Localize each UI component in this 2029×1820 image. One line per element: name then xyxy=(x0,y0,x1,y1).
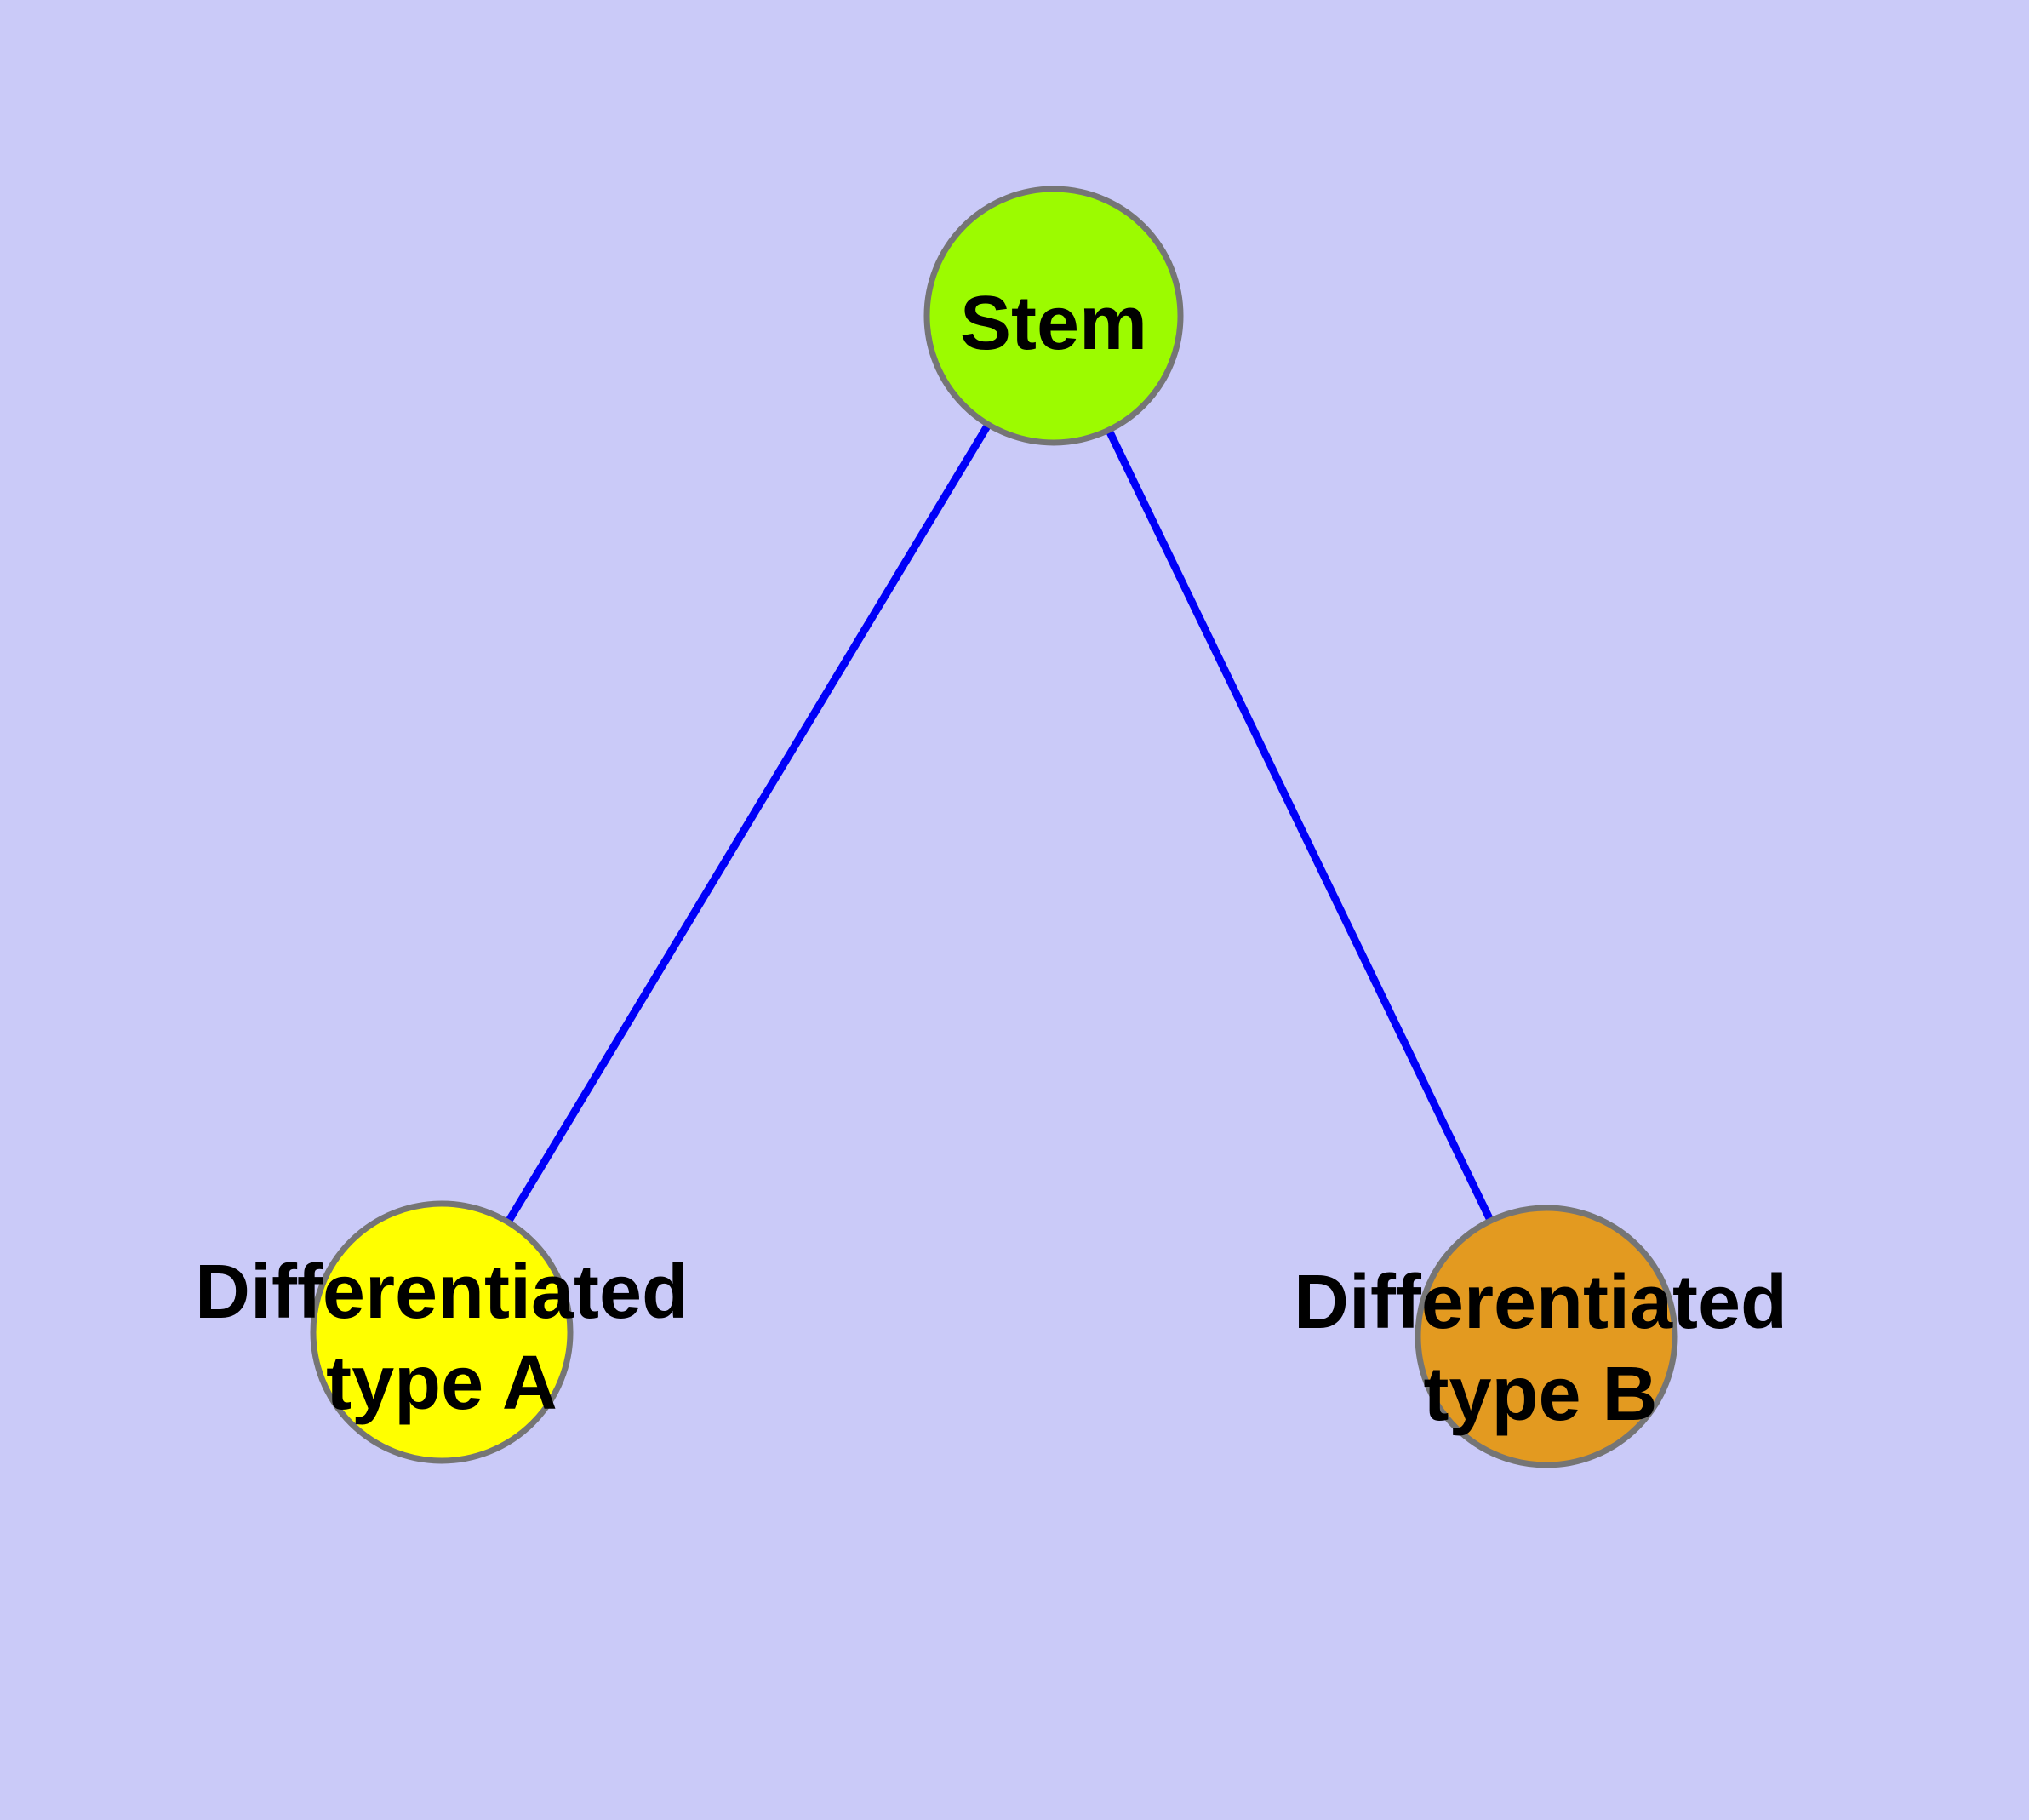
edge-stem-to-differentiated-type-b xyxy=(1049,314,1551,1338)
node-differentiated-type-b-label-line-1: Differentiated xyxy=(1294,1260,1787,1345)
node-differentiated-type-a-label-line-1: Differentiated xyxy=(195,1250,689,1335)
node-stem-label-line-1: Stem xyxy=(960,281,1147,366)
edges-layer xyxy=(438,313,1551,1338)
node-differentiated-type-a-label-line-2: type A xyxy=(326,1341,557,1426)
node-stem-circle xyxy=(923,186,1184,446)
nodes-layer xyxy=(310,186,1678,1468)
node-differentiated-type-a-circle xyxy=(310,1200,574,1464)
node-differentiated-type-b-label-line-2: type B xyxy=(1423,1352,1657,1437)
edge-stem-to-differentiated-type-a xyxy=(438,313,1057,1335)
node-differentiated-type-b-circle xyxy=(1415,1205,1678,1468)
